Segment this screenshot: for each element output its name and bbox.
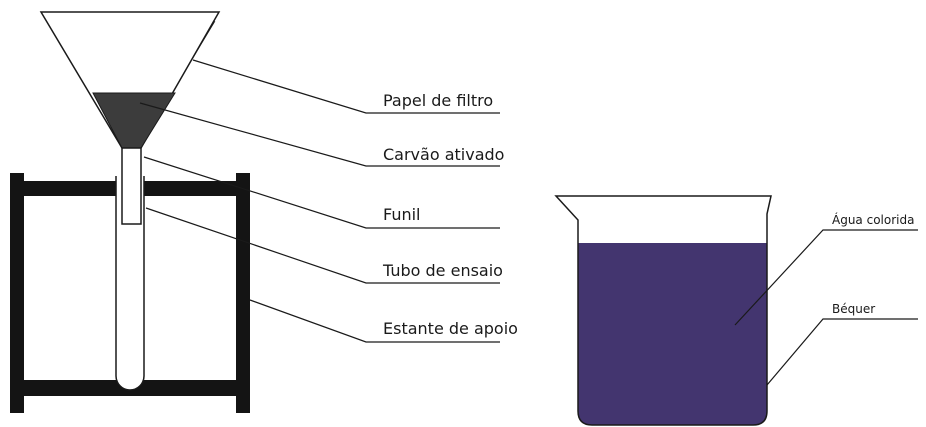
label-carvao-ativado: Carvão ativado: [383, 145, 504, 164]
stand-left-post: [10, 173, 24, 413]
leader-carvao: [139, 102, 500, 167]
funnel: [39, 11, 221, 225]
funnel-stem: [121, 147, 142, 225]
leader-tubo: [145, 207, 500, 284]
beaker-glass: [554, 195, 772, 426]
stand-right-post: [236, 173, 250, 413]
label-tubo-ensaio: Tubo de ensaio: [382, 261, 503, 280]
leader-agua: [734, 229, 918, 326]
apparatus-leader-lines: [139, 59, 500, 343]
label-funil: Funil: [383, 205, 421, 224]
leader-papel-filtro: [192, 59, 500, 114]
beaker-liquid: [578, 243, 767, 425]
beaker: [554, 195, 772, 426]
test-tube: [115, 176, 145, 391]
leader-estante: [249, 299, 500, 343]
label-estante-apoio: Estante de apoio: [383, 319, 518, 338]
leader-funil: [143, 156, 500, 229]
leader-bequer: [766, 318, 918, 386]
label-bequer: Béquer: [832, 302, 875, 316]
label-agua-colorida: Água colorida: [832, 212, 914, 227]
beaker-leader-lines: [734, 229, 918, 386]
label-papel-filtro: Papel de filtro: [383, 91, 493, 110]
